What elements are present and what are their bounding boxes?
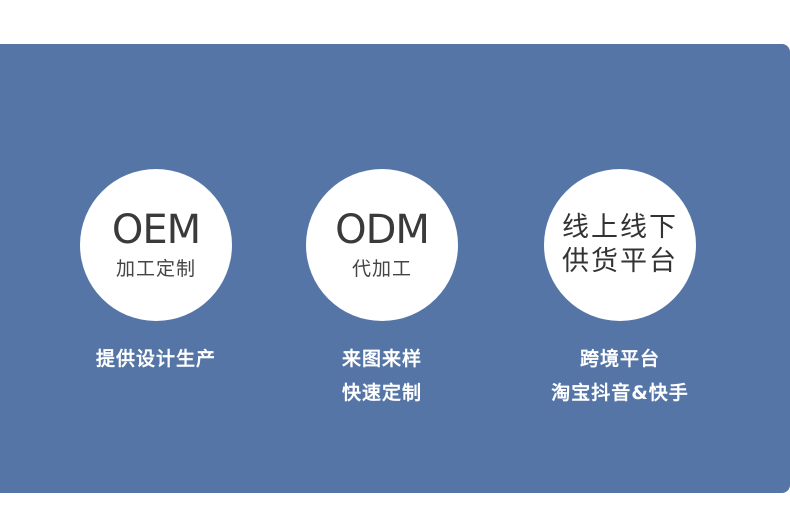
oem-circle: OEM 加工定制 — [80, 169, 232, 321]
oem-caption-line1: 提供设计生产 — [95, 348, 216, 370]
oem-caption: 提供设计生产 — [66, 342, 246, 376]
odm-caption: 来图来样 快速定制 — [292, 342, 472, 410]
odm-caption-line2: 快速定制 — [341, 382, 422, 404]
odm-title: ODM — [335, 207, 430, 253]
odm-subtitle: 代加工 — [351, 258, 412, 280]
oem-title: OEM — [111, 207, 201, 253]
odm-circle: ODM 代加工 — [306, 169, 458, 321]
platform-line1: 线上线下 — [562, 212, 678, 243]
platform-caption-line2: 淘宝抖音&快手 — [551, 382, 689, 404]
platform-circle: 线上线下 供货平台 — [544, 169, 696, 321]
platform-line2: 供货平台 — [562, 246, 678, 277]
platform-caption: 跨境平台 淘宝抖音&快手 — [525, 342, 715, 410]
oem-subtitle: 加工定制 — [115, 258, 196, 280]
odm-caption-line1: 来图来样 — [341, 348, 422, 370]
platform-caption-line1: 跨境平台 — [579, 348, 660, 370]
